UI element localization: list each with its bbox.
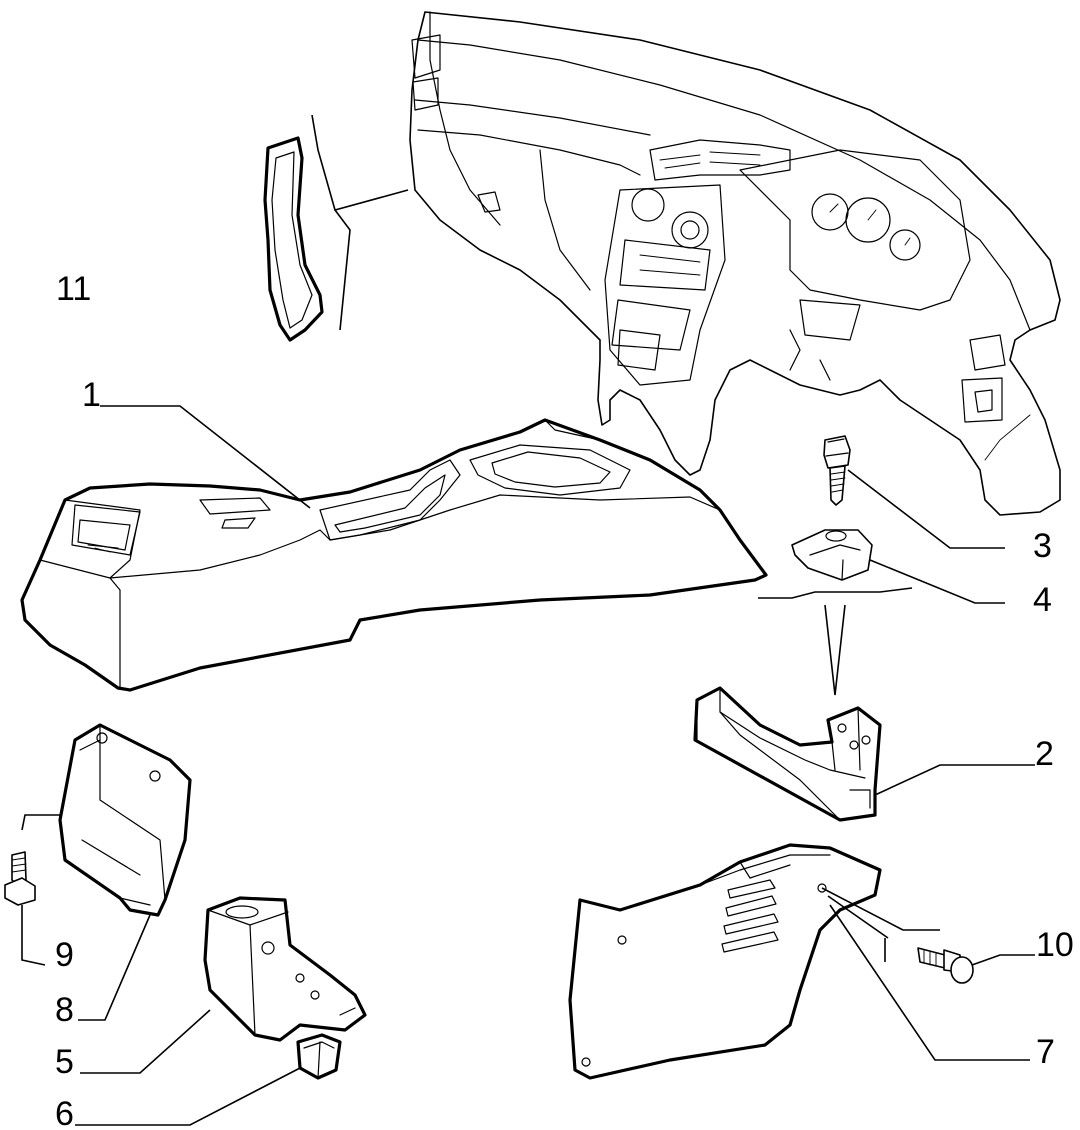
callout-6: 6 [55,1095,74,1130]
part-1-center-console [20,405,768,692]
part-5-mounting-block [80,896,367,1074]
part-7-side-cover [568,843,1030,1080]
callout-7: 7 [1036,1033,1055,1071]
callout-5: 5 [55,1043,74,1081]
callout-10: 10 [1036,926,1074,964]
part-3-screw [823,435,1005,549]
callout-8: 8 [55,991,74,1029]
part-2-bracket [693,686,1035,822]
callout-4: 4 [1033,581,1052,619]
part-11-side-trim [263,114,409,342]
dashboard-reference [409,11,1061,516]
part-8-switch-housing [21,723,192,1021]
part-4-clip-nut [758,529,1005,696]
part-10-push-pin [917,947,1035,984]
callout-11: 11 [56,270,91,308]
part-9-bolt [4,851,46,966]
part-6-nut [75,1033,342,1126]
callout-2: 2 [1035,735,1054,773]
callout-9: 9 [55,936,74,974]
callout-3: 3 [1033,527,1052,565]
callout-1: 1 [82,376,101,414]
